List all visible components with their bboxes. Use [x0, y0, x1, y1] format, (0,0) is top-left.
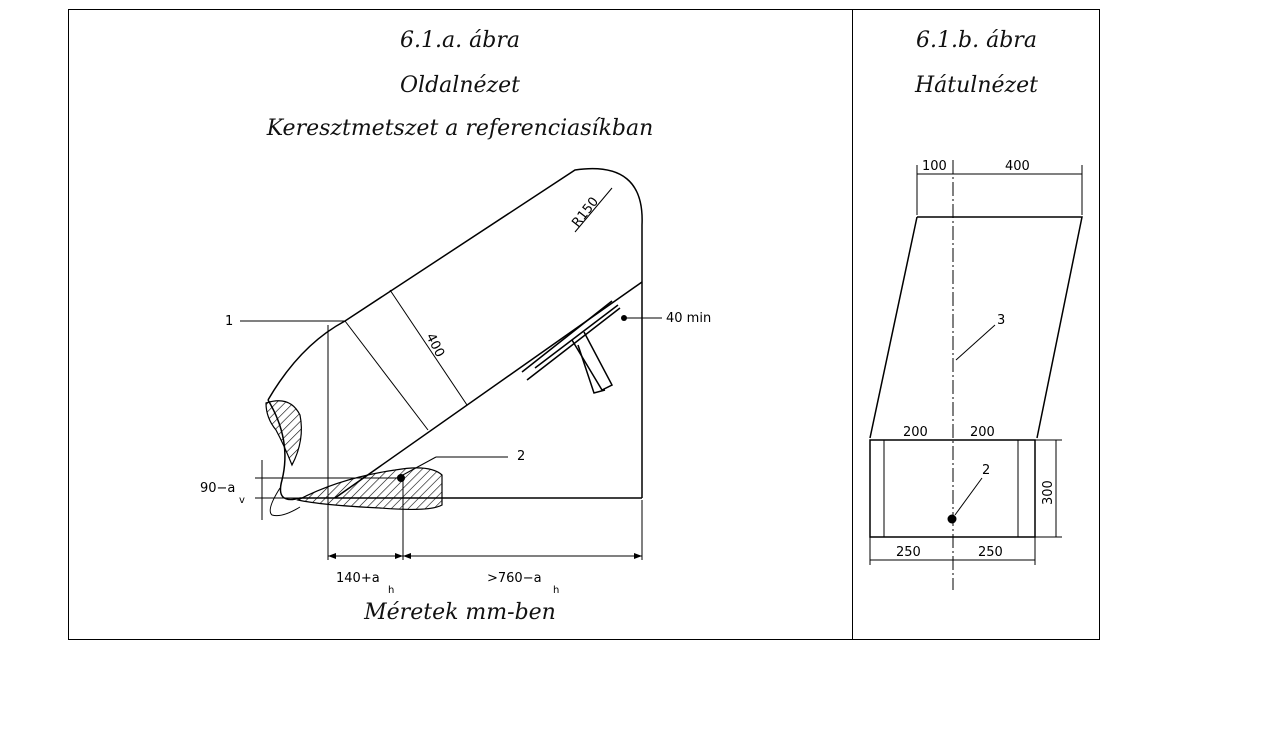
- side-view-drawing: 400 R150 40 min 1 2 90−a v: [200, 168, 711, 596]
- dim-760-subscript: h: [553, 585, 559, 596]
- callout-2-label: 2: [517, 449, 525, 464]
- callout-3-label: 3: [997, 313, 1005, 328]
- figure-b-view: Hátulnézet: [915, 73, 1038, 98]
- figure-a-title: 6.1.a. ábra: [400, 28, 520, 53]
- callout-2-leader-b: [954, 477, 983, 516]
- dim-100-label: 100: [922, 159, 947, 174]
- dim-140-subscript: h: [388, 585, 394, 596]
- backrest-outline: [869, 216, 1083, 439]
- rear-view-drawing: 100 400 200 200 300 250 250 3 2: [869, 159, 1083, 590]
- figure-a-units-note: Méretek mm-ben: [364, 600, 556, 625]
- dim-760-label: >760−a: [487, 571, 542, 586]
- figure-a-view: Oldalnézet: [400, 73, 520, 98]
- dim-400-ext1: [344, 320, 429, 431]
- seat-hatch: [296, 467, 443, 511]
- point-2-marker-b: [947, 514, 957, 524]
- back-rest-hatch: [265, 400, 302, 467]
- dim-40-label: 40 min: [666, 311, 711, 326]
- dim-400-label: 400: [422, 331, 447, 360]
- dim-400-line: [389, 289, 468, 406]
- dim-400-label-b: 400: [1005, 159, 1030, 174]
- dim-300-label: 300: [1041, 480, 1056, 505]
- column-divider: [852, 9, 853, 640]
- dim-250-right-label: 250: [978, 545, 1003, 560]
- dim-200-left-label: 200: [903, 425, 928, 440]
- figure-b-title: 6.1.b. ábra: [916, 28, 1037, 53]
- belt-anchorage-device: [521, 300, 627, 394]
- dim-200-right-label: 200: [970, 425, 995, 440]
- callout-3-leader: [955, 324, 996, 361]
- radius-leader: [574, 187, 613, 233]
- figure-a-section: Keresztmetszet a referenciasíkban: [266, 116, 654, 141]
- dim-250-left-label: 250: [896, 545, 921, 560]
- body-back-inner: [269, 487, 301, 517]
- radius-label: R150: [569, 195, 602, 231]
- dim-140-label: 140+a: [336, 571, 380, 586]
- dim-90-subscript: v: [239, 495, 245, 506]
- upper-outline: [267, 168, 643, 498]
- callout-1-label: 1: [225, 314, 233, 329]
- callout-2-label-b: 2: [982, 463, 990, 478]
- callout-2-leader: [400, 456, 437, 477]
- figure-table-frame: [68, 9, 1100, 640]
- dim-90-label: 90−a: [200, 481, 235, 496]
